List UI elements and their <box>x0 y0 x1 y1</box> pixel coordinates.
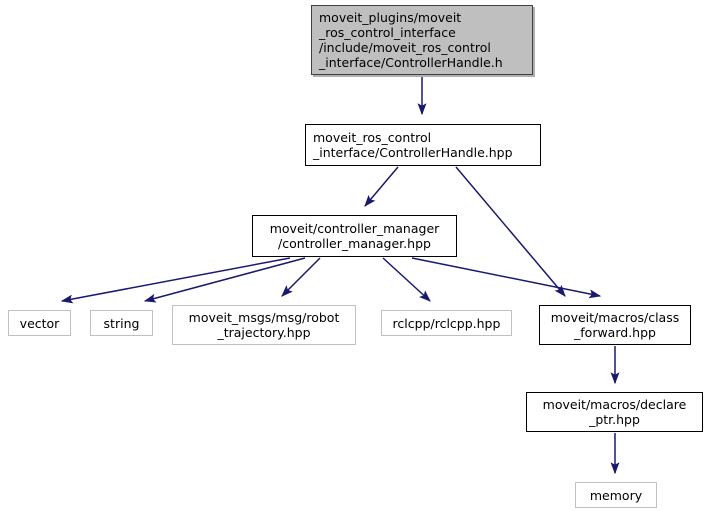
node-string[interactable]: string <box>90 310 153 336</box>
edge-controller-manager-to-class-forward <box>411 257 602 299</box>
node-robot-trajectory-hpp[interactable]: moveit_msgs/msg/robot _trajectory.hpp <box>172 305 356 345</box>
edge-controller-manager-to-robot-trajectory <box>281 257 321 297</box>
edge-handle-hpp-to-controller-manager <box>364 166 399 207</box>
node-controller-handle-hpp[interactable]: moveit_ros_control _interface/Controller… <box>305 124 541 166</box>
node-declare-ptr-hpp[interactable]: moveit/macros/declare _ptr.hpp <box>526 392 703 432</box>
edge-controller-manager-to-rclcpp <box>382 257 431 302</box>
node-class-forward-hpp[interactable]: moveit/macros/class _forward.hpp <box>539 305 691 345</box>
node-rclcpp-hpp[interactable]: rclcpp/rclcpp.hpp <box>381 310 512 336</box>
edge-controller-manager-to-vector <box>60 257 291 304</box>
node-controller-handle-h[interactable]: moveit_plugins/moveit _ros_control_inter… <box>311 5 533 75</box>
node-controller-manager-hpp[interactable]: moveit/controller_manager /controller_ma… <box>252 215 457 257</box>
node-memory[interactable]: memory <box>575 482 657 508</box>
edge-handle-hpp-to-class-forward <box>455 166 566 297</box>
edge-controller-manager-to-string <box>143 257 306 303</box>
node-vector[interactable]: vector <box>8 310 71 336</box>
